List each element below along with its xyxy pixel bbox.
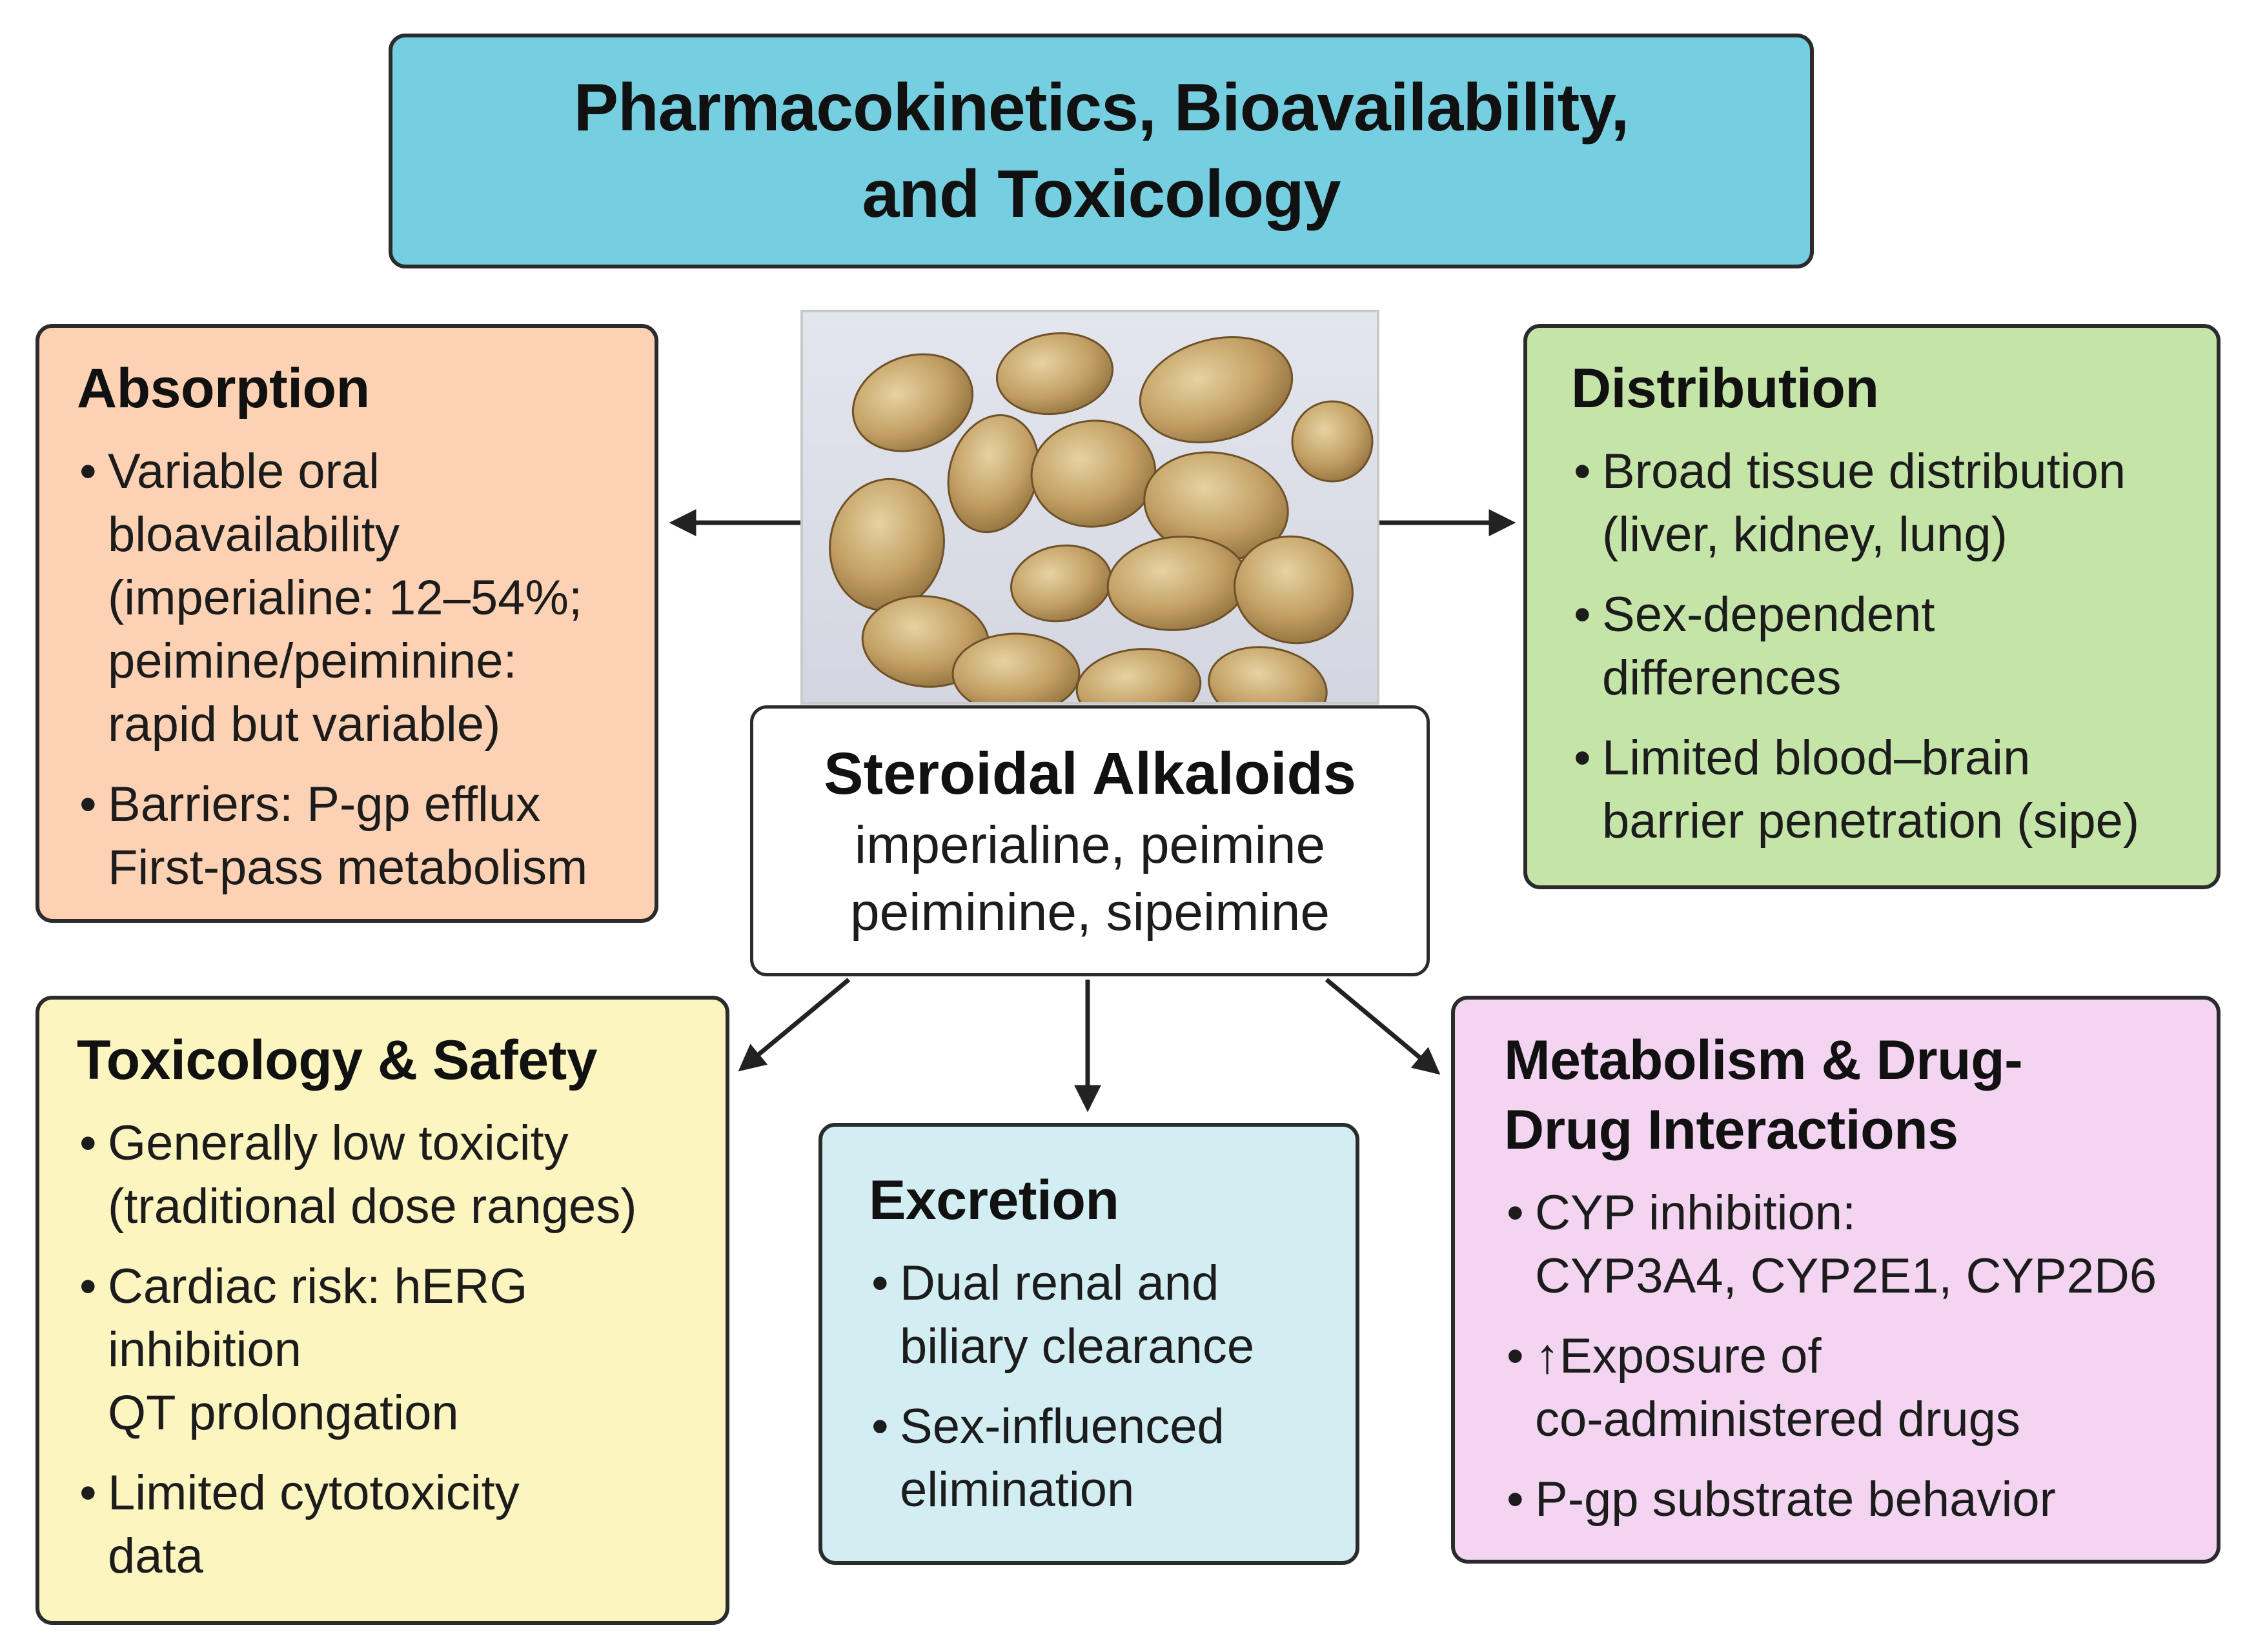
fritillaria-bulbs-image [800,310,1379,705]
list-item: •↑Exposure of co-administered drugs [1504,1325,2217,1451]
list-item-line: Broad tissue distribution [1602,444,2126,499]
bulbs-illustration [803,312,1377,702]
bullet-dot: • [1507,1472,1524,1527]
list-item-line: CYP inhibition: [1535,1185,1856,1240]
toxicology-title: Toxicology & Safety [77,1029,598,1091]
title-line-2: and Toxicology [862,157,1341,232]
bulb-shape [1030,419,1157,528]
list-item-line: First-pass metabolism [108,840,588,895]
list-item-line: peimine/peiminine: [108,634,517,689]
bulb-shape [951,632,1081,702]
distribution-title: Distribution [1571,358,1879,419]
toxicology-panel: Toxicology & Safety •Generally low toxic… [36,996,729,1625]
list-item: •Sex-influenced elimination [869,1395,1356,1522]
list-item-line: Limited blood–brain [1602,730,2031,785]
list-item-line: (imperialine: 12–54%; [108,570,583,625]
list-item-line: co-administered drugs [1535,1392,2020,1447]
list-item: •CYP inhibition: CYP3A4, CYP2E1, CYP2D6 [1504,1182,2217,1308]
list-item-line: Cardiac risk: hERG [108,1259,528,1314]
bulb-shape [1291,400,1374,483]
center-line-2: peiminine, sipeimine [850,883,1330,942]
bulb-shape [829,478,945,612]
distribution-list: •Broad tissue distribution(liver, kidney… [1571,440,2217,853]
list-item-line: rapid but variable) [108,697,501,752]
list-item-line: inhibition [108,1322,301,1377]
bulb-group [829,332,1374,702]
list-item-line: P-gp substrate behavior [1535,1472,2056,1527]
bullet-dot: • [1574,587,1591,642]
arrow-to-toxicology [738,978,851,1072]
bullet-dot: • [871,1399,889,1454]
excretion-title: Excretion [869,1169,1119,1231]
list-item-line: QT prolongation [108,1385,459,1440]
metabolism-panel: Metabolism & Drug- Drug Interactions •CY… [1451,996,2220,1564]
list-item-line: Barriers: P-gp efflux [108,777,541,832]
metabolism-list: •CYP inhibition:CYP3A4, CYP2E1, CYP2D6•↑… [1504,1182,2217,1531]
list-item-line: (liver, kidney, lung) [1602,507,2007,562]
bulb-shape [1075,648,1202,702]
list-item: •Cardiac risk: hERG inhibition QT prolonga… [77,1255,726,1445]
list-item-line: Dual renal and [900,1256,1219,1311]
metabolism-title-line-2: Drug Interactions [1504,1099,1958,1161]
list-item-line: biliary clearance [900,1319,1255,1374]
steroidal-alkaloids-box: Steroidal Alkaloids imperialine, peimine… [750,705,1430,976]
absorption-title: Absorption [77,358,370,419]
bullet-dot: • [79,1259,97,1314]
bulb-shape [851,353,974,452]
list-item-line: barrier penetration (sipe) [1602,794,2140,849]
bullet-dot: • [79,777,97,832]
bullet-dot: • [1574,444,1591,499]
bulb-shape [1208,646,1328,702]
bullet-dot: • [871,1256,889,1311]
list-item: •Sex-dependent differences [1571,583,2217,710]
center-line-1: imperialine, peimine [854,816,1326,874]
list-item: •Limited cytotoxicity data [77,1462,726,1588]
list-item: •P-gp substrate behavior [1504,1468,2217,1531]
list-item-line: (traditional dose ranges) [108,1179,637,1234]
bullet-dot: • [79,1116,97,1171]
arrow-to-metabolism [1325,978,1441,1075]
list-item-line: Variable oral [108,444,380,499]
list-item: •Variable oral bloavailability (imperialin… [77,440,655,756]
bulb-shape [995,332,1114,416]
bulb-shape [1139,336,1294,443]
list-item-line: Limited cytotoxicity [108,1466,520,1520]
list-item-line: data [108,1529,203,1584]
bullet-dot: • [79,444,97,499]
list-item: •Broad tissue distribution (liver, kidney… [1571,440,2217,567]
bulb-shape [1234,535,1354,645]
toxicology-list: •Generally low toxicity(traditional dose… [77,1112,726,1588]
list-item: •Generally low toxicity (traditional dose… [77,1112,726,1238]
list-item-line: ↑Exposure of [1535,1329,1822,1384]
center-title: Steroidal Alkaloids [824,741,1356,807]
list-item-line: Generally low toxicity [108,1116,569,1171]
bullet-dot: • [79,1466,97,1520]
bullet-dot: • [1507,1185,1524,1240]
list-item-line: CYP3A4, CYP2E1, CYP2D6 [1535,1249,2157,1304]
list-item: •Limited blood–brain barrier penetration … [1571,727,2217,853]
list-item-line: Sex-influenced [900,1399,1225,1454]
list-item-line: differences [1602,650,1842,705]
list-item-line: bloavailability [108,507,400,562]
title-banner: Pharmacokinetics, Bioavailability, and T… [389,34,1814,268]
distribution-panel: Distribution •Broad tissue distribution(… [1523,324,2220,889]
metabolism-title-line-1: Metabolism & Drug- [1504,1029,2023,1091]
bullet-dot: • [1507,1329,1524,1384]
bullet-dot: • [1574,730,1591,785]
title-line-1: Pharmacokinetics, Bioavailability, [573,70,1630,145]
list-item-line: elimination [900,1462,1135,1517]
list-item-line: Sex-dependent [1602,587,1935,642]
list-item: •Dual renal and biliary clearance [869,1252,1356,1378]
